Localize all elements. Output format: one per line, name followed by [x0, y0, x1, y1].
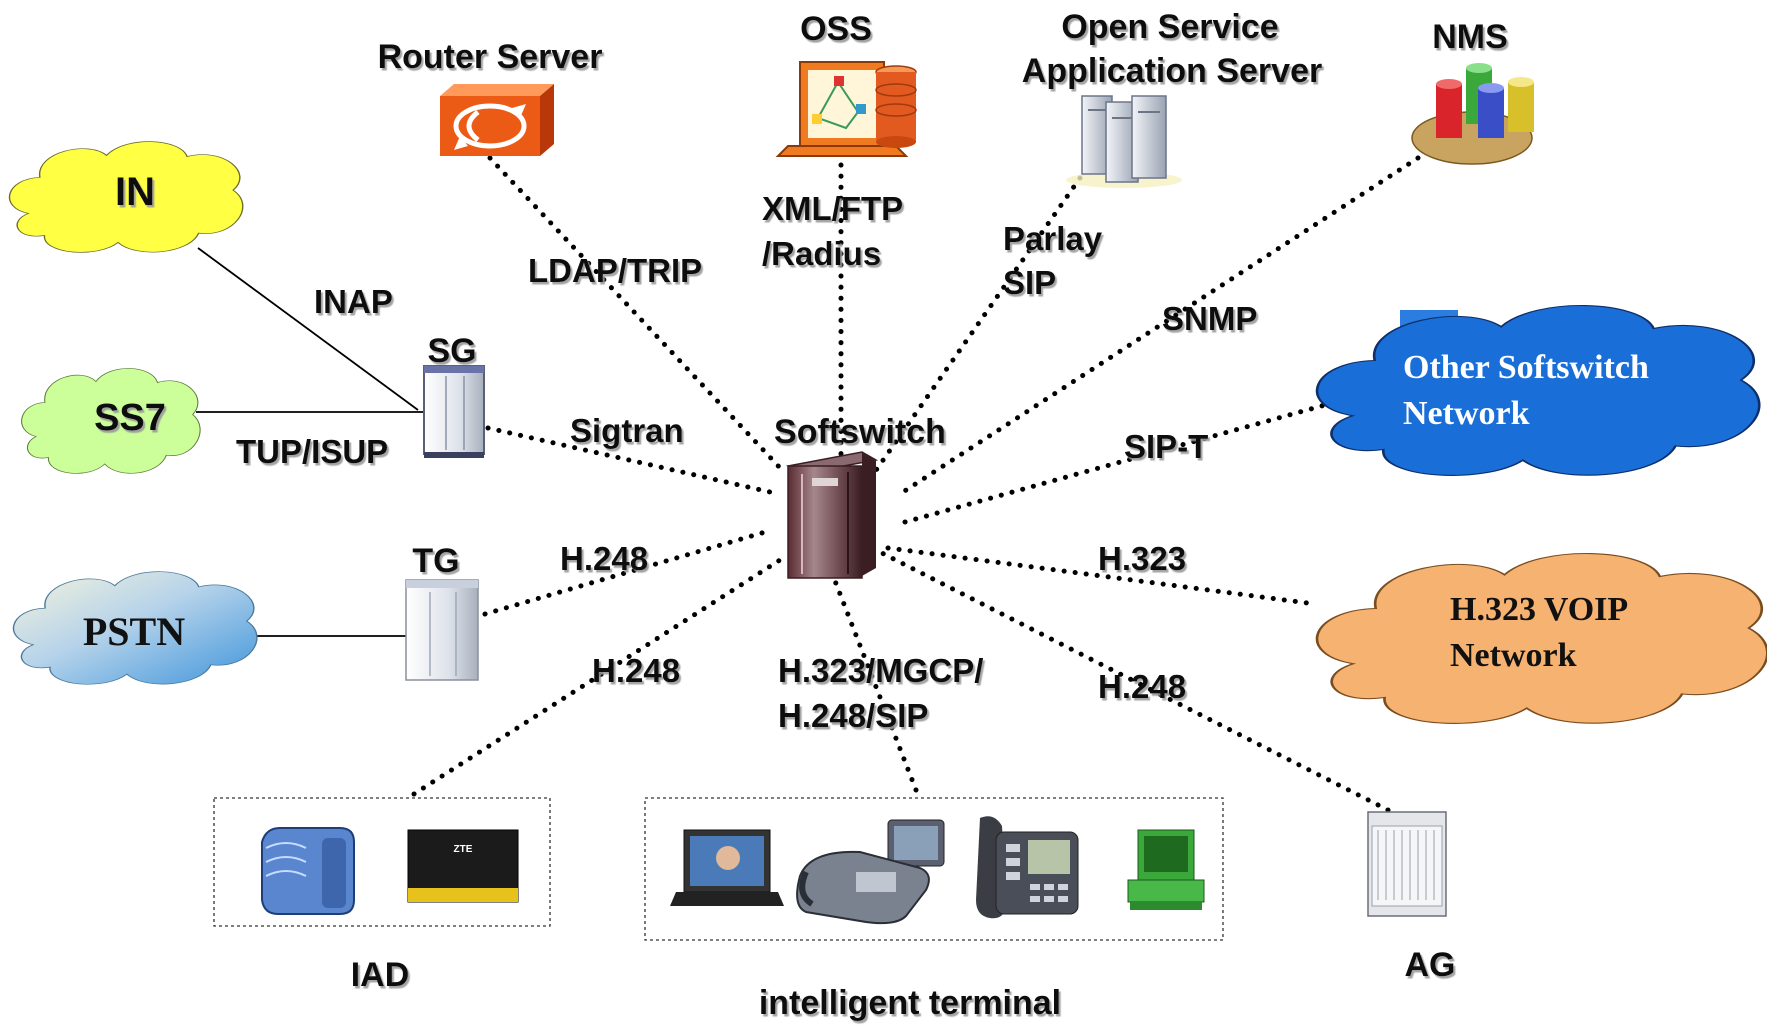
- tup-isup-label: TUP/ISUP: [236, 433, 388, 470]
- chassis-icon: [1367, 811, 1447, 917]
- sigtran-label: Sigtran: [570, 412, 684, 449]
- ag-node: AG: [1367, 811, 1456, 984]
- in-to-sg-line: [197, 247, 419, 411]
- iad-label: IAD: [351, 956, 410, 994]
- terminal-to-softswitch-link: [827, 565, 919, 793]
- server-rack-icon: [1066, 95, 1182, 188]
- softswitch-to-other-network-link: [902, 402, 1328, 525]
- tg-node: TG: [405, 542, 479, 681]
- h248-ag-label: H.248: [1098, 668, 1186, 705]
- h323-terminal-label-line2: H.248/SIP: [778, 697, 928, 734]
- intelligent-terminal-group: intelligent terminal: [644, 797, 1224, 1022]
- video-phone-icon: [796, 819, 945, 925]
- oss-label: OSS: [800, 10, 872, 48]
- tg-label: TG: [412, 542, 459, 580]
- iad-group-box: [213, 797, 551, 927]
- router-server-icon: [440, 84, 554, 156]
- osa-label-line1: Open Service: [1061, 8, 1278, 46]
- h323-voip-cloud: H.323 VOIP Network: [1317, 554, 1767, 724]
- other-softswitch-label-line1: Other Softswitch: [1403, 349, 1649, 386]
- other-softswitch-cloud: Other Softswitch Network: [1317, 306, 1759, 476]
- zte-brand-text: ZTE: [454, 844, 473, 855]
- osa-node: Open Service Application Server: [1022, 8, 1322, 188]
- other-softswitch-label-line2: Network: [1403, 395, 1530, 432]
- protocol-labels: INAP TUP/ISUP Sigtran LDAP/TRIP XML/FTP …: [236, 190, 1257, 734]
- sg-node: SG: [423, 332, 485, 458]
- ip-phone-icon: [976, 816, 1079, 919]
- ag-to-softswitch-link: [873, 547, 1391, 813]
- router-server-label: Router Server: [378, 38, 603, 76]
- intelligent-terminal-label: intelligent terminal: [759, 984, 1061, 1022]
- oss-node: OSS: [775, 10, 917, 157]
- pstn-cloud-label: PSTN: [83, 609, 185, 654]
- database-stack-icon: [1411, 63, 1534, 165]
- sg-cabinet-icon: [423, 365, 485, 458]
- h323-voip-label-line2: Network: [1450, 637, 1577, 674]
- modem-icon: [261, 827, 355, 915]
- softswitch-node: Softswitch: [774, 413, 946, 579]
- sip-t-label: SIP-T: [1124, 428, 1208, 465]
- laptop-icon: [670, 829, 784, 906]
- xml-ftp-label-line2: /Radius: [762, 235, 881, 272]
- sg-to-softswitch-link: [485, 425, 773, 495]
- router-to-softswitch-link: [487, 155, 785, 473]
- terminal-group-box: [644, 797, 1224, 941]
- router-server-node: Router Server: [378, 38, 603, 156]
- ss7-cloud: SS7: [22, 368, 200, 473]
- snmp-label: SNMP: [1162, 300, 1257, 337]
- ss7-cloud-label: SS7: [94, 397, 166, 439]
- softswitch-server-icon: [786, 451, 879, 579]
- zte-box-icon: ZTE: [407, 829, 519, 903]
- osa-label-line2: Application Server: [1022, 52, 1322, 90]
- nms-label: NMS: [1432, 18, 1508, 56]
- iad-group: ZTE IAD: [213, 797, 551, 994]
- pc-icon: [1127, 829, 1205, 910]
- h248-iad-label: H.248: [592, 652, 680, 689]
- nms-node: NMS: [1411, 18, 1534, 165]
- in-cloud-label: IN: [115, 170, 155, 214]
- softswitch-label: Softswitch: [774, 413, 946, 451]
- h323-voip-link-label: H.323: [1098, 540, 1186, 577]
- parlay-label-line2: SIP: [1003, 264, 1056, 301]
- sg-label: SG: [427, 332, 476, 370]
- h323-voip-label-line1: H.323 VOIP: [1450, 591, 1628, 628]
- tg-cabinet-icon: [405, 579, 479, 681]
- ldap-trip-label: LDAP/TRIP: [528, 252, 702, 289]
- oss-computer-icon: [775, 61, 917, 157]
- inap-label: INAP: [314, 283, 393, 320]
- h248-tg-label: H.248: [560, 540, 648, 577]
- parlay-label-line1: Parlay: [1003, 220, 1103, 257]
- h323-terminal-label-line1: H.323/MGCP/: [778, 652, 983, 689]
- connections: [196, 155, 1421, 813]
- nms-to-softswitch-link: [897, 155, 1421, 497]
- pstn-cloud: PSTN: [13, 572, 256, 685]
- ag-label: AG: [1405, 946, 1456, 984]
- in-cloud: IN: [10, 142, 243, 253]
- xml-ftp-label-line1: XML/FTP: [762, 190, 903, 227]
